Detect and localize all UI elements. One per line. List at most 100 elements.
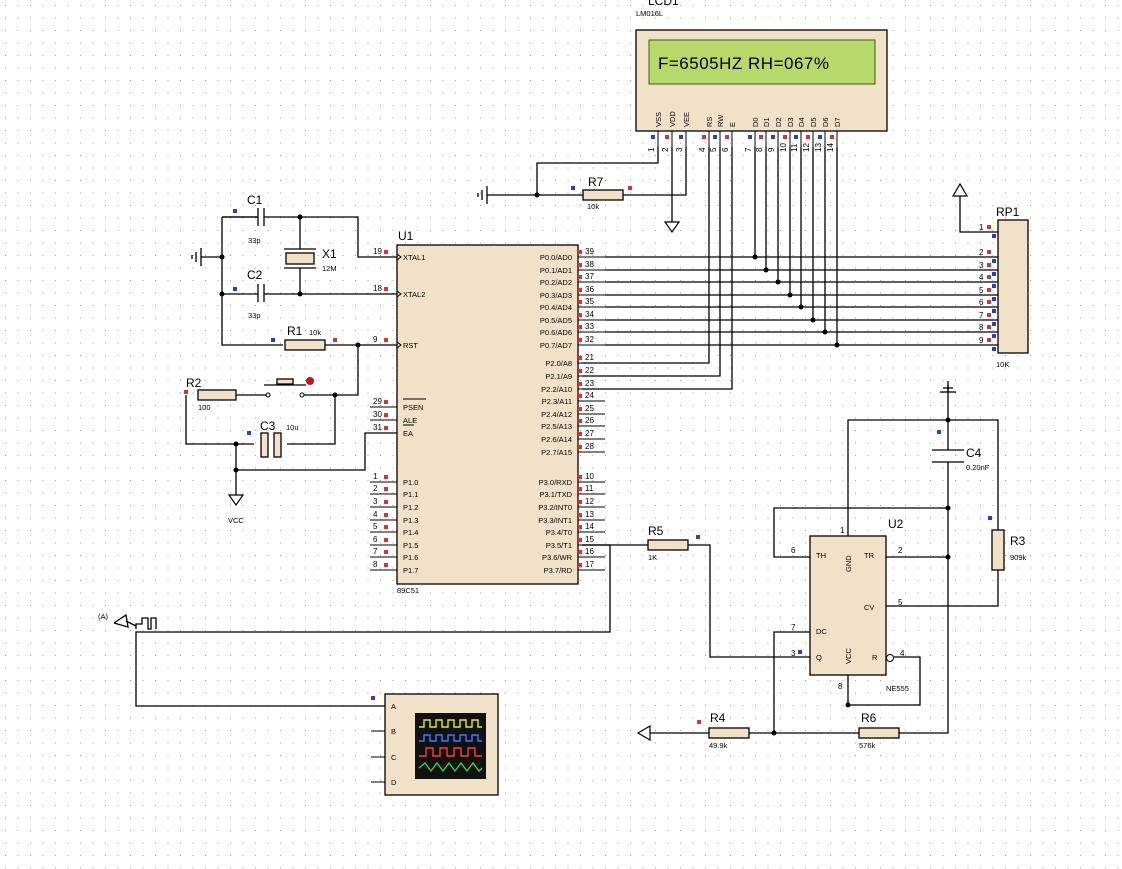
u1-pin-label: P0.2/AD2 [540, 278, 572, 287]
svg-text:576k: 576k [859, 741, 876, 750]
vcc-arrow-lcd [663, 221, 681, 234]
u1-pin-number: 11 [585, 484, 594, 493]
u1-body [396, 244, 579, 585]
svg-text:(A): (A) [98, 612, 109, 621]
u1-pin-label: XTAL1 [403, 253, 425, 262]
svg-text:10u: 10u [286, 423, 299, 432]
svg-text:C4: C4 [966, 446, 982, 460]
resistor-r7[interactable]: R7 10k [571, 175, 632, 211]
lcd-pin-label: D7 [833, 117, 842, 127]
svg-text:VCC: VCC [844, 648, 853, 664]
pin-marker [578, 338, 582, 342]
u1-pin-number: 5 [373, 522, 378, 531]
svg-text:GND: GND [844, 555, 853, 572]
svg-text:R1: R1 [287, 324, 303, 338]
u1-pin-number: 7 [373, 547, 378, 556]
lcd-pin-number: 3 [675, 147, 684, 152]
u1-pin-label: P2.0/A8 [545, 359, 572, 368]
lcd-pin-number: 7 [744, 147, 753, 152]
signal-probe[interactable]: (A) [98, 612, 157, 630]
lcd-module[interactable]: LCD1 LM016L F=6505HZ RH=067% VSS1VDD2VEE… [635, 0, 888, 152]
svg-text:R2: R2 [186, 376, 202, 390]
u1-pin-number: 29 [373, 397, 382, 406]
pin-marker [987, 313, 991, 317]
pin-marker [578, 394, 582, 398]
pin-marker [992, 322, 996, 326]
pin-marker [578, 445, 582, 449]
pin-marker [384, 538, 388, 542]
u1-pin-number: 30 [373, 410, 382, 419]
u1-pin-label: EA [403, 429, 413, 438]
lcd-pin-label: RS [705, 117, 714, 127]
u1-pin-label: P2.4/A12 [541, 410, 572, 419]
u1-pin-number: 12 [585, 497, 594, 506]
scope-channel-label: C [391, 753, 397, 762]
svg-text:0.20nF: 0.20nF [966, 463, 990, 472]
pin-marker [578, 275, 582, 279]
pin-marker [992, 347, 996, 351]
rp1-pin-number: 7 [979, 311, 984, 320]
capacitor-c2[interactable]: C2 33p [233, 268, 265, 320]
u1-pin-label: P0.5/AD5 [540, 316, 572, 325]
resistor-r3[interactable]: R3 909k [988, 516, 1027, 571]
u1-pin-number: 16 [585, 547, 594, 556]
resistor-r6[interactable]: R6 576k [858, 711, 900, 750]
reset-button[interactable] [264, 377, 314, 398]
pin-marker [384, 338, 388, 342]
pin-marker [384, 550, 388, 554]
u1-pin-clock [396, 341, 402, 349]
pin-marker [578, 356, 582, 360]
u1-pin-label: P1.3 [403, 516, 418, 525]
u1-pin-label: P2.2/A10 [541, 385, 572, 394]
svg-text:1K: 1K [648, 553, 657, 562]
lcd-pin-label: D6 [821, 117, 830, 127]
p0-bus-wires [605, 147, 998, 348]
ground-symbol-555 [940, 381, 956, 393]
svg-text:DC: DC [816, 627, 827, 636]
u1-pin-number: 8 [373, 560, 378, 569]
junction [787, 292, 793, 298]
lcd-pin-number: 5 [709, 147, 718, 152]
junction [763, 267, 769, 273]
svg-text:10K: 10K [996, 360, 1009, 369]
svg-text:33p: 33p [248, 236, 261, 245]
rp1-pin-number: 4 [979, 273, 984, 282]
svg-text:10k: 10k [587, 202, 599, 211]
svg-text:5: 5 [898, 598, 903, 607]
pin-marker [987, 288, 991, 292]
microcontroller-u1[interactable]: U1 89C51 19XTAL118XTAL29RST29PSEN30ALE31… [370, 229, 605, 595]
pin-marker [578, 382, 582, 386]
capacitor-c3[interactable]: C3 10u [247, 419, 299, 458]
pin-marker [578, 513, 582, 517]
u1-pin-number: 13 [585, 510, 594, 519]
resistor-r1[interactable]: R1 10k [271, 324, 337, 351]
lcd-pin-number: 12 [802, 143, 811, 152]
u1-pin-label: P3.2/INT0 [538, 503, 572, 512]
wire-r2-left [185, 395, 254, 445]
wire-lcd-rw [582, 147, 721, 377]
svg-text:U2: U2 [888, 517, 904, 531]
wire-lcd-vee [623, 147, 687, 196]
pin-marker [578, 419, 582, 423]
pin-marker [578, 369, 582, 373]
capacitor-c4[interactable]: C4 0.20nF [932, 430, 990, 472]
wire-rp1-common [959, 196, 998, 233]
wire-555-gnd [847, 419, 999, 536]
rp1-pin-number: 9 [979, 336, 984, 345]
svg-text:8: 8 [838, 682, 843, 691]
rp1-pin-number: 2 [979, 248, 984, 257]
svg-text:10k: 10k [309, 328, 321, 337]
scope-channel-label: B [391, 727, 396, 736]
pin-marker [748, 135, 752, 139]
u1-pin-label: RST [403, 341, 418, 350]
rp1-pin-number: 8 [979, 323, 984, 332]
u1-pin-number: 22 [585, 366, 594, 375]
wire-555-dc [773, 631, 810, 733]
svg-text:TH: TH [816, 551, 826, 560]
pin-marker [987, 325, 991, 329]
pin-marker [992, 334, 996, 338]
pin-marker [578, 550, 582, 554]
wire-c4-bottom [899, 462, 949, 734]
